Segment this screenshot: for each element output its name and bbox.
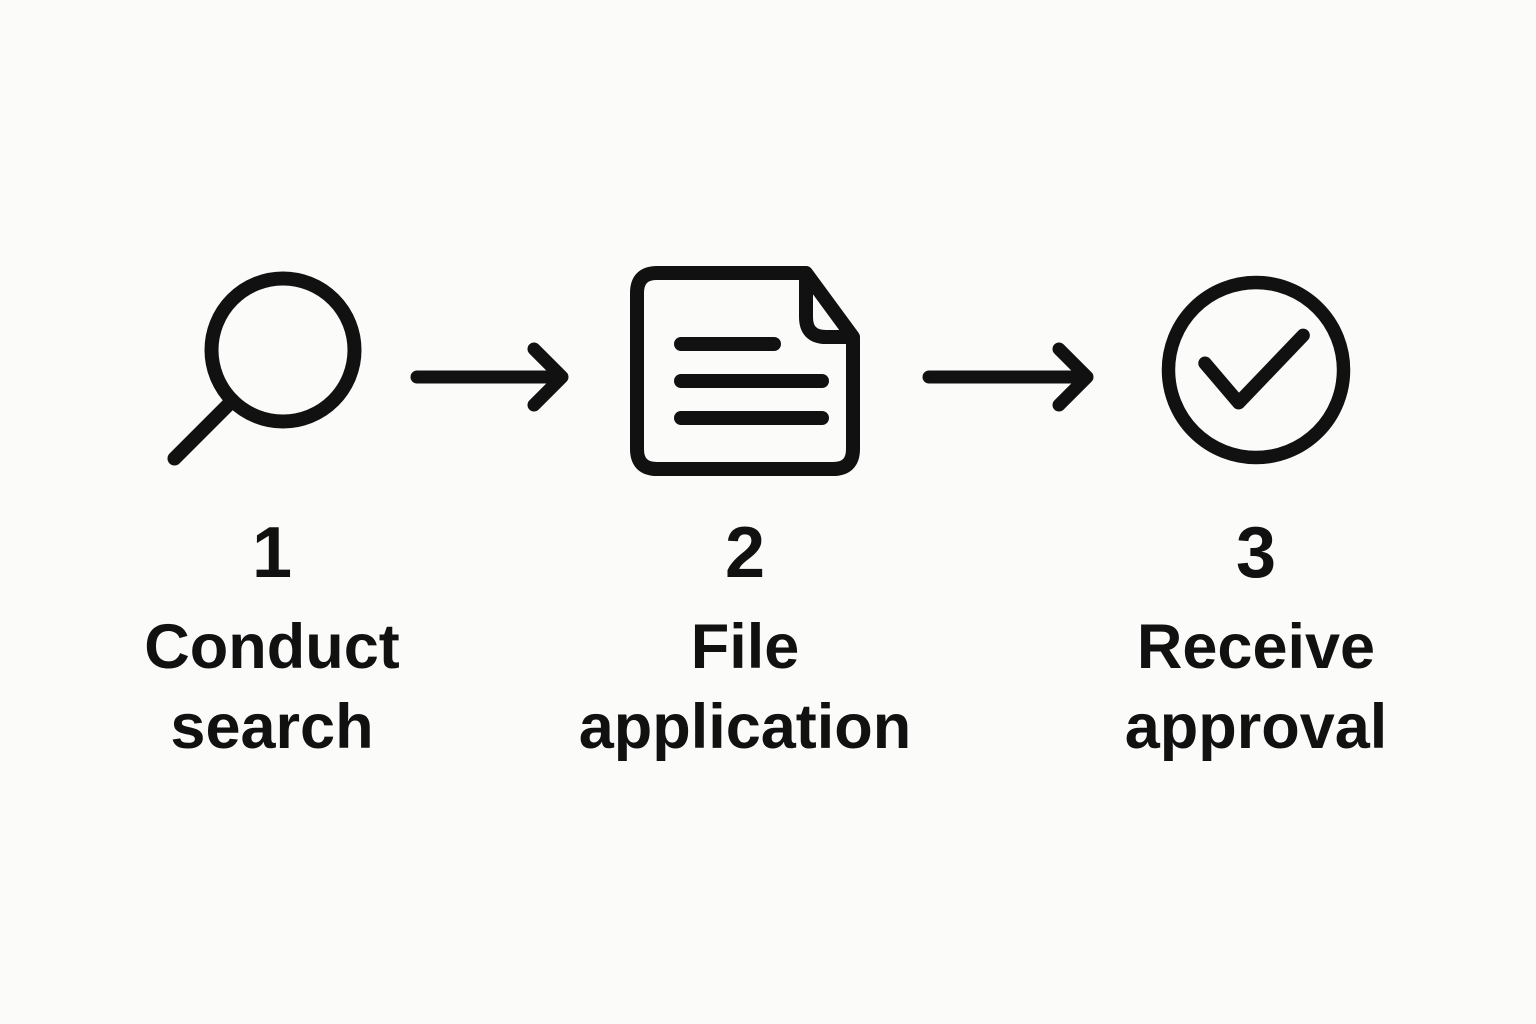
step-2-number: 2 <box>724 513 766 593</box>
step-3-number: 3 <box>1235 513 1277 593</box>
arrow-right-icon <box>922 342 1094 412</box>
arrow-right-icon <box>410 342 569 412</box>
step-2-icon-wrap <box>630 266 860 476</box>
step-conduct-search: 1 Conduct search <box>62 266 482 767</box>
step-receive-approval: 3 Receive approval <box>1046 266 1466 767</box>
check-circle-icon <box>1161 275 1351 465</box>
step-1-label: Conduct search <box>144 612 400 763</box>
step-3-icon-wrap <box>1155 266 1357 476</box>
step-3-label: Receive approval <box>1124 612 1388 763</box>
document-icon <box>630 266 860 476</box>
step-file-application: 2 File application <box>535 266 955 767</box>
step-2-label: File application <box>578 612 912 763</box>
search-icon <box>167 271 362 466</box>
step-1-number: 1 <box>251 513 293 593</box>
step-1-icon-wrap <box>167 266 365 476</box>
